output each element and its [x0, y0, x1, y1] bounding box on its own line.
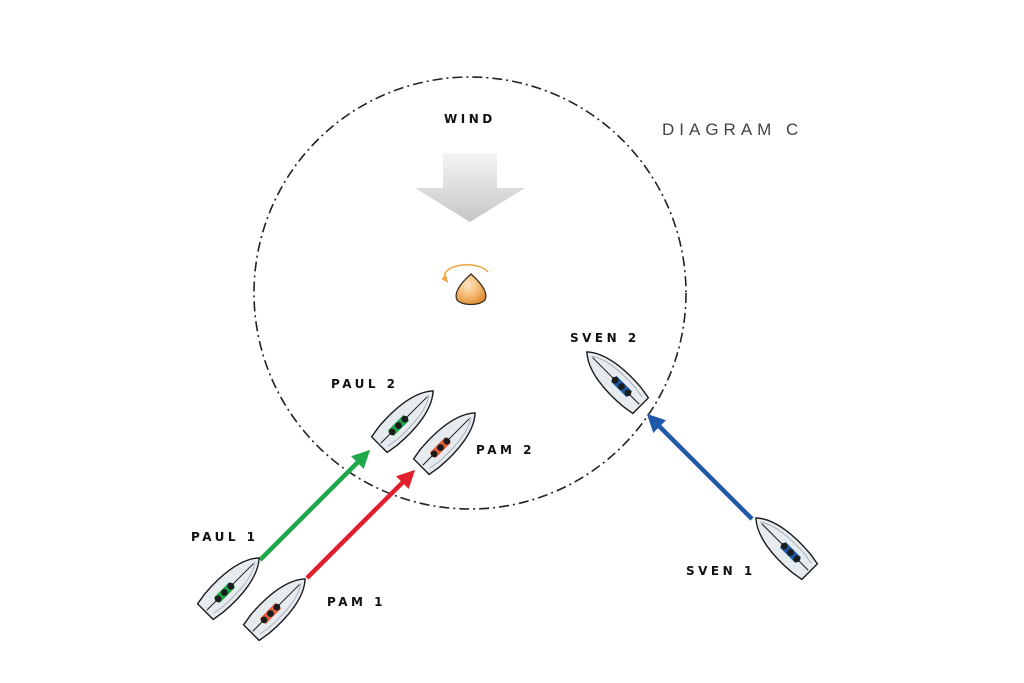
- boat-pam-2: [411, 402, 486, 477]
- wind-label: WIND: [444, 112, 496, 126]
- boat-label-sven-2: SVEN 2: [570, 331, 640, 345]
- diagram-title: DIAGRAM C: [662, 120, 804, 139]
- zone-circle: [253, 76, 687, 510]
- paul-course-arrow: [258, 449, 371, 562]
- boat-label-pam-2: PAM 2: [476, 443, 535, 457]
- sven-course-arrow: [646, 413, 754, 521]
- boat-label-pam-1: PAM 1: [327, 595, 386, 609]
- boat-sven-1: [745, 507, 820, 582]
- boat-label-paul-1: PAUL 1: [191, 530, 259, 544]
- pam-course-arrow: [305, 469, 416, 580]
- mark-buoy-icon: [455, 273, 487, 306]
- wind-arrow-icon: [415, 153, 525, 222]
- boat-paul-1: [195, 547, 270, 622]
- boat-pam-1: [241, 568, 316, 643]
- boat-paul-2: [369, 380, 444, 455]
- boat-label-sven-1: SVEN 1: [686, 564, 756, 578]
- boat-label-paul-2: PAUL 2: [331, 377, 399, 391]
- rounding-direction-icon: [441, 263, 489, 284]
- boat-sven-2: [576, 341, 651, 416]
